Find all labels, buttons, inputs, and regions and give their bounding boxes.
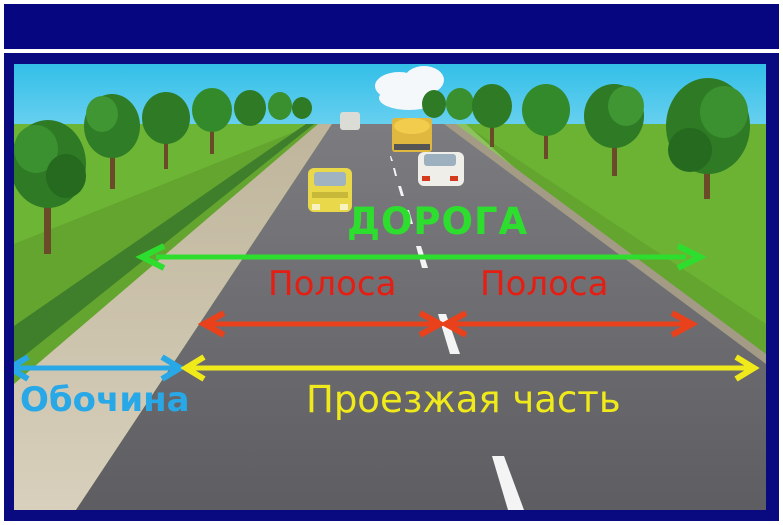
- road-scene: [14, 64, 766, 510]
- lane-right-label: Полоса: [480, 264, 609, 304]
- lane-right-arrow: [439, 310, 699, 338]
- lane-left-arrow: [197, 310, 447, 338]
- shoulder-left-surface: [14, 124, 332, 510]
- carriageway-surface: [76, 124, 766, 510]
- ditch-left: [14, 124, 314, 364]
- car-white-right: [418, 152, 464, 186]
- shoulder-label: Обочина: [20, 380, 190, 420]
- lane-left-label: Полоса: [268, 264, 397, 304]
- header-bar: [4, 4, 779, 49]
- trees-left: [14, 88, 312, 254]
- carriageway-label: Проезжая часть: [306, 378, 621, 421]
- car-far: [340, 112, 360, 130]
- carriageway-arrow: [180, 354, 760, 382]
- trees-right: [422, 78, 750, 199]
- arrows-layer: [14, 243, 760, 382]
- road-label: ДОРОГА: [347, 200, 529, 243]
- road-arrow: [135, 243, 707, 271]
- truck-yellow: [392, 118, 432, 152]
- shoulder-arrow: [14, 354, 186, 382]
- road-illustration: [14, 64, 766, 510]
- car-yellow-left: [308, 168, 352, 212]
